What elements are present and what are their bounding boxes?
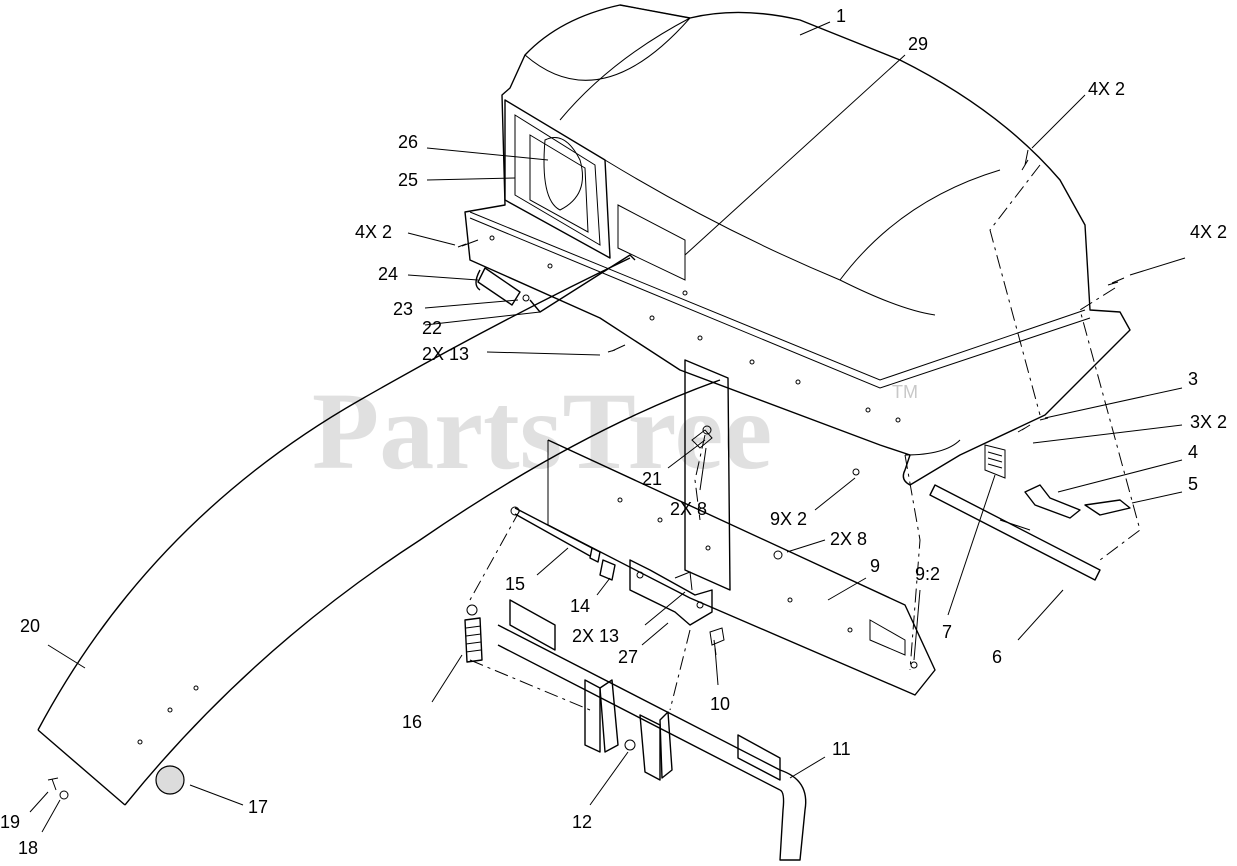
callout-11: 11 — [832, 739, 851, 759]
callout-6: 6 — [992, 647, 1002, 667]
callout-2x8-lower: 2X 8 — [830, 529, 867, 549]
phantom-line — [469, 659, 591, 711]
callout-15: 15 — [505, 574, 525, 594]
callout-9x2: 9X 2 — [770, 509, 807, 529]
callout-4x2-top: 4X 2 — [1088, 79, 1125, 99]
phantom-line — [694, 434, 706, 521]
phantom-line — [669, 629, 691, 711]
callout-24: 24 — [378, 264, 398, 284]
lower-bracket — [547, 359, 936, 696]
callout-3: 3 — [1188, 369, 1198, 389]
callout-9-2: 9:2 — [915, 564, 940, 584]
callout-1: 1 — [836, 6, 846, 26]
lever-handle — [475, 254, 636, 313]
callout-29: 29 — [908, 34, 928, 54]
bagger-hood — [464, 4, 1131, 486]
callout-19: 19 — [0, 812, 20, 832]
callout-4: 4 — [1188, 442, 1198, 462]
callout-21: 21 — [642, 469, 662, 489]
callout-25: 25 — [398, 170, 418, 190]
leader-lines — [29, 21, 1186, 833]
frame-bar — [497, 599, 807, 861]
side-strip — [929, 444, 1131, 581]
callout-14: 14 — [570, 596, 590, 616]
phantom-line — [904, 454, 921, 671]
callout-22: 22 — [422, 318, 442, 338]
callout-18: 18 — [18, 838, 38, 858]
phantom-line — [989, 164, 1041, 416]
callout-5: 5 — [1188, 474, 1198, 494]
watermark-text: PartsTree — [312, 370, 772, 492]
spring — [464, 604, 483, 663]
watermark-tm: TM — [892, 382, 918, 402]
callout-2x13-lower: 2X 13 — [572, 626, 619, 646]
pivot-rod — [510, 506, 616, 581]
callout-27: 27 — [618, 647, 638, 667]
callout-10: 10 — [710, 694, 730, 714]
phantom-line — [1079, 287, 1141, 561]
callout-2x13-top: 2X 13 — [422, 344, 469, 364]
callout-17: 17 — [248, 797, 268, 817]
callout-20: 20 — [20, 616, 40, 636]
bracket — [629, 559, 713, 626]
callout-7: 7 — [942, 622, 952, 642]
bagger-tube — [37, 257, 721, 806]
callout-9: 9 — [870, 556, 880, 576]
phantom-line — [469, 509, 521, 601]
callout-2x8-upper: 2X 8 — [670, 499, 707, 519]
callout-4x2-left: 4X 2 — [355, 222, 392, 242]
callout-4x2-right: 4X 2 — [1190, 222, 1227, 242]
callout-labels: 1 29 4X 2 26 25 4X 2 4X 2 24 23 22 2X 13… — [0, 6, 1227, 858]
callout-26: 26 — [398, 132, 418, 152]
callout-23: 23 — [393, 299, 413, 319]
callout-3x2: 3X 2 — [1190, 412, 1227, 432]
callout-16: 16 — [402, 712, 422, 732]
callout-12: 12 — [572, 812, 592, 832]
